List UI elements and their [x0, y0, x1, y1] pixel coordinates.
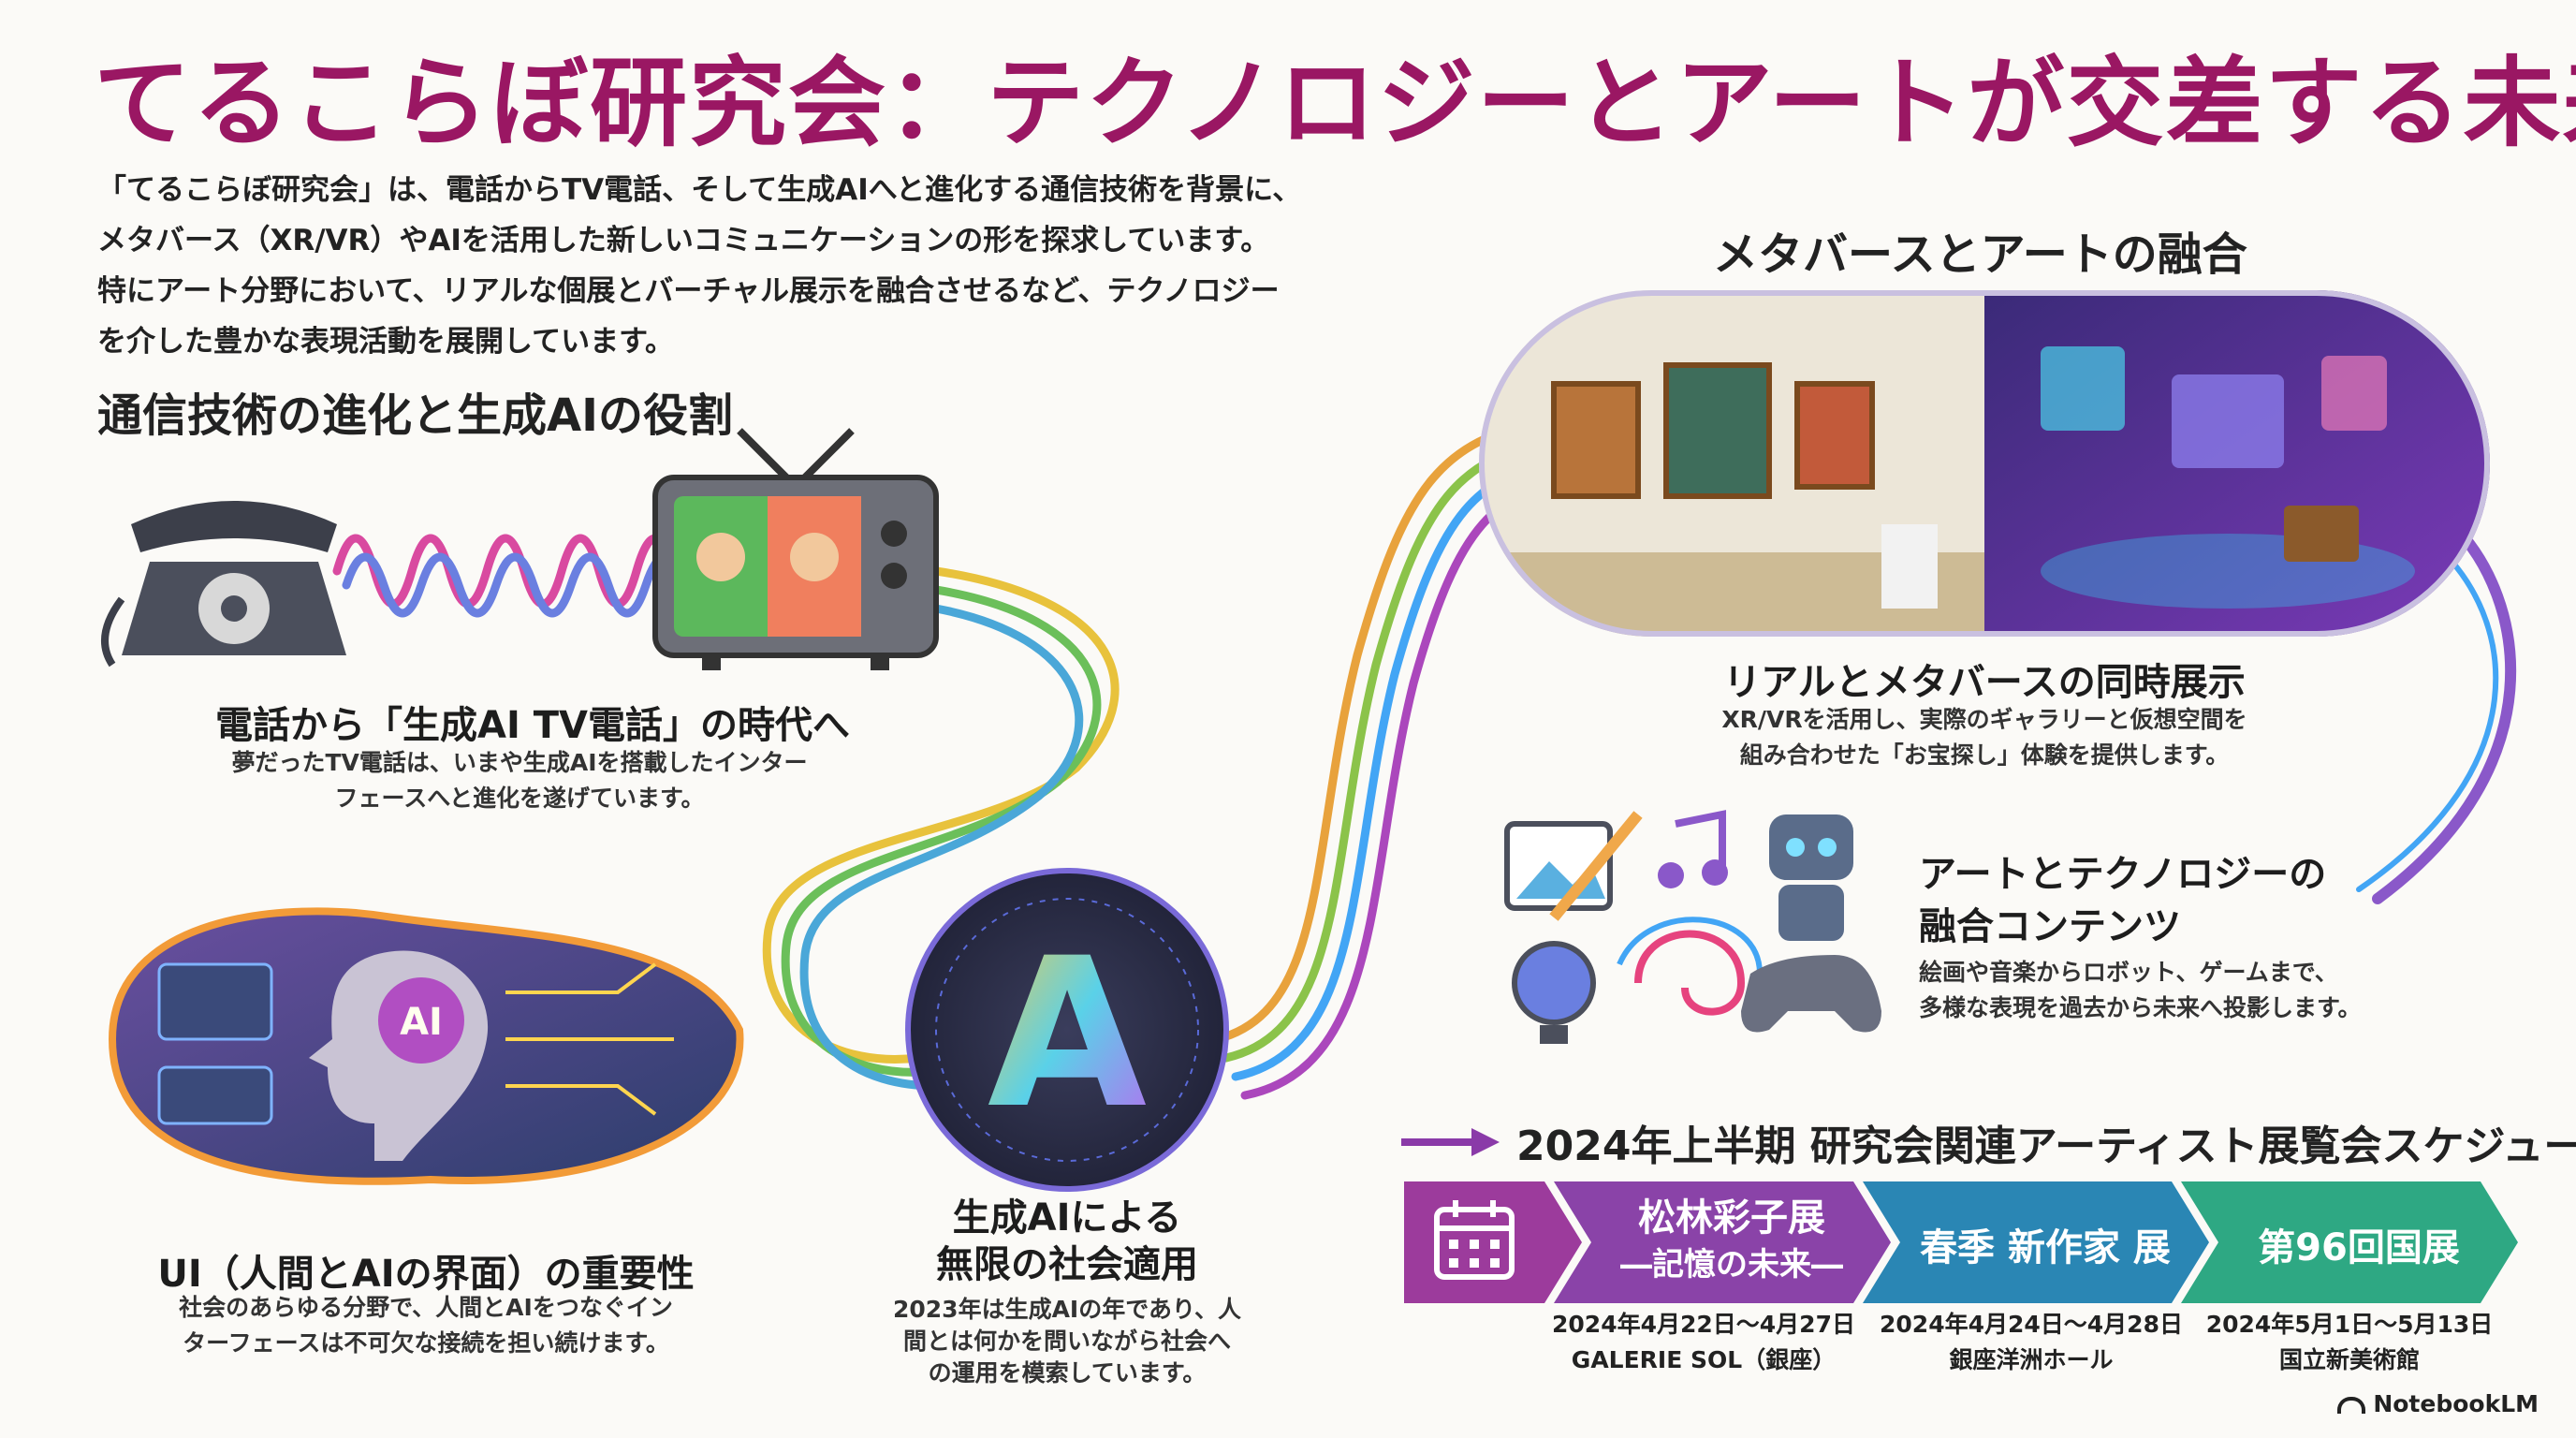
- desc-line: 絵画や音楽からロボット、ゲームまで、: [1919, 959, 2338, 986]
- ui-title: UI（人間とAIの界面）の重要性: [157, 1253, 695, 1296]
- notebooklm-icon: [2337, 1397, 2366, 1414]
- desc-line: の運用を模索しています。: [928, 1359, 1207, 1387]
- schedule-heading: 2024年上半期 研究会関連アーティスト展覧会スケジュール: [1516, 1123, 2576, 1170]
- exhibition-subtitle: ―記憶の未来―: [1620, 1246, 1843, 1284]
- desc-line: 夢だったTV電話は、いまや生成AIを搭載したインター: [231, 749, 808, 776]
- schedule-segment-3: [2181, 1181, 2518, 1303]
- ai-brain-illustration: AI: [108, 907, 744, 1185]
- generative-ai-badge-icon: A: [905, 868, 1229, 1192]
- schedule-item-2-info: 2024年4月24日～4月28日 銀座洋洲ホール: [1863, 1307, 2200, 1378]
- genai-title: 生成AIによる 無限の社会適用: [880, 1195, 1254, 1288]
- genai-desc: 2023年は生成AIの年であり、人 間とは何かを問いながら社会へ の運用を模索し…: [880, 1294, 1254, 1389]
- arrow-right-icon: [1401, 1128, 1500, 1156]
- brain-ai-label: AI: [400, 1001, 443, 1044]
- exhibition-name: 第96回国展: [2258, 1226, 2460, 1269]
- schedule-item-3-info: 2024年5月1日～5月13日 国立新美術館: [2181, 1307, 2518, 1378]
- exhibition-name: 春季 新作家 展: [1920, 1226, 2171, 1269]
- right-section-heading: メタバースとアートの融合: [1713, 228, 2247, 281]
- genai-title-line: 無限の社会適用: [936, 1243, 1198, 1286]
- intro-line: 特にアート分野において、リアルな個展とバーチャル展示を融合させるなど、テクノロジ…: [97, 274, 1280, 308]
- gallery-metaverse-illustration: [1479, 290, 2490, 637]
- left-section-heading: 通信技術の進化と生成AIの役割: [97, 389, 734, 442]
- ui-desc: 社会のあらゆる分野で、人間とAIをつなぐイン ターフェースは不可欠な接続を担い続…: [122, 1290, 730, 1361]
- schedule-timeline: [1404, 1181, 2518, 1303]
- intro-paragraph: 「てるこらぼ研究会」は、電話からTV電話、そして生成AIへと進化する通信技術を背…: [97, 165, 1408, 367]
- phone-tv-title: 電話から「生成AI TV電話」の時代へ: [215, 704, 851, 747]
- swirl-icon: [1617, 917, 1763, 1016]
- exhibition-date: 2024年5月1日～5月13日: [2205, 1311, 2494, 1338]
- intro-line: メタバース（XR/VR）やAIを活用した新しいコミュニケーションの形を探求してい…: [97, 224, 1270, 257]
- art-tech-icons: [1504, 810, 1881, 1044]
- badge-letter: A: [988, 914, 1147, 1153]
- game-controller-icon: [1741, 955, 1881, 1033]
- intro-line: 「てるこらぼ研究会」は、電話からTV電話、そして生成AIへと進化する通信技術を背…: [97, 173, 1302, 207]
- genai-title-line: 生成AIによる: [952, 1196, 1182, 1240]
- schedule-segment-1: [1554, 1181, 1891, 1303]
- retro-tv-icon: [652, 428, 939, 670]
- brand-label: NotebookLM: [2373, 1390, 2539, 1417]
- music-note-icon: [1658, 810, 1728, 888]
- exhibition-name: 松林彩子展: [1638, 1196, 1825, 1240]
- schedule-item-1-name: 松林彩子展 ―記憶の未来―: [1591, 1195, 1872, 1288]
- exhibition-venue: 銀座洋洲ホール: [1949, 1346, 2114, 1373]
- brand-watermark: NotebookLM: [2337, 1390, 2539, 1417]
- content-title-line: 融合コンテンツ: [1919, 905, 2181, 948]
- exhibit-title: リアルとメタバースの同時展示: [1723, 661, 2246, 704]
- desc-line: ターフェースは不可欠な接続を担い続けます。: [183, 1329, 669, 1357]
- desc-line: 多様な表現を過去から未来へ投影します。: [1919, 994, 2362, 1021]
- exhibition-date: 2024年4月22日～4月27日: [1552, 1311, 1855, 1338]
- desc-line: 組み合わせた「お宝探し」体験を提供します。: [1739, 741, 2230, 769]
- exhibition-venue: GALERIE SOL（銀座）: [1571, 1346, 1837, 1373]
- globe-icon: [1512, 941, 1596, 1044]
- intro-line: を介した豊かな表現活動を展開しています。: [97, 325, 674, 359]
- phone-tv-desc: 夢だったTV電話は、いまや生成AIを搭載したインター フェースへと進化を遂げてい…: [215, 745, 824, 816]
- schedule-item-1-info: 2024年4月22日～4月27日 GALERIE SOL（銀座）: [1535, 1307, 1872, 1378]
- desc-line: 2023年は生成AIの年であり、人: [893, 1296, 1241, 1323]
- desc-line: 社会のあらゆる分野で、人間とAIをつなぐイン: [179, 1294, 673, 1321]
- desc-line: フェースへと進化を遂げています。: [334, 785, 705, 812]
- content-title: アートとテクノロジーの 融合コンテンツ: [1919, 848, 2406, 953]
- rotary-phone-icon: [101, 501, 346, 668]
- exhibit-desc: XR/VRを活用し、実際のギャラリーと仮想空間を 組み合わせた「お宝探し」体験を…: [1629, 702, 2340, 773]
- page-title: てるこらぼ研究会：テクノロジーとアートが交差する未来: [94, 46, 2576, 160]
- desc-line: 間とは何かを問いながら社会へ: [902, 1328, 1231, 1355]
- desc-line: XR/VRを活用し、実際のギャラリーと仮想空間を: [1721, 706, 2247, 733]
- schedule-segment-2: [1863, 1181, 2209, 1303]
- exhibition-venue: 国立新美術館: [2278, 1346, 2420, 1373]
- content-title-line: アートとテクノロジーの: [1919, 853, 2327, 896]
- calendar-icon: [1434, 1200, 1515, 1280]
- exhibition-date: 2024年4月24日～4月28日: [1880, 1311, 2183, 1338]
- content-desc: 絵画や音楽からロボット、ゲームまで、 多様な表現を過去から未来へ投影します。: [1919, 955, 2443, 1026]
- robot-icon: [1769, 814, 1853, 941]
